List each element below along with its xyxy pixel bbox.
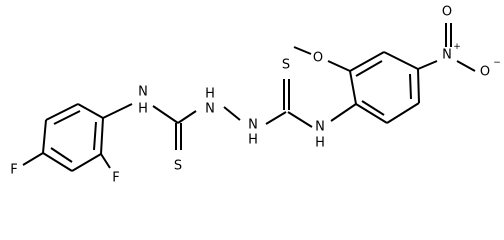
oxygen-label-methoxy: O xyxy=(313,51,323,66)
nitrogen-label-nitro: N xyxy=(442,48,452,63)
hydrogen-label-mid-left: H xyxy=(205,87,215,102)
nitrogen-label-left-nh: N xyxy=(138,85,148,100)
oxygen-label-nitro-top: O xyxy=(442,5,452,20)
hydrogen-label-left-nh: H xyxy=(138,102,148,117)
hydrogen-label-right-nh: H xyxy=(315,136,325,151)
nitrogen-label-mid-left: N xyxy=(205,102,215,117)
negative-charge-label: − xyxy=(493,58,501,68)
nitrogen-label-right-nh: N xyxy=(315,120,325,135)
sulfur-label-right: S xyxy=(282,58,290,73)
chemical-structure-diagram: F F N H S H N N H S N H O N + O O − xyxy=(0,0,504,197)
nitrogen-label-mid-right: N xyxy=(248,118,258,133)
sulfur-label-left: S xyxy=(174,159,182,174)
methoxy-nitrophenyl-ring xyxy=(293,23,476,124)
hydrogen-label-mid-right: H xyxy=(248,133,258,148)
positive-charge-label: + xyxy=(453,42,461,52)
diagram-background xyxy=(0,0,504,197)
fluorine-label-para: F xyxy=(10,163,17,178)
oxygen-label-nitro-right: O xyxy=(480,65,490,80)
fluorine-label-ortho: F xyxy=(112,171,119,186)
thiourea-chain xyxy=(102,79,357,150)
difluorophenyl-ring xyxy=(22,103,111,172)
